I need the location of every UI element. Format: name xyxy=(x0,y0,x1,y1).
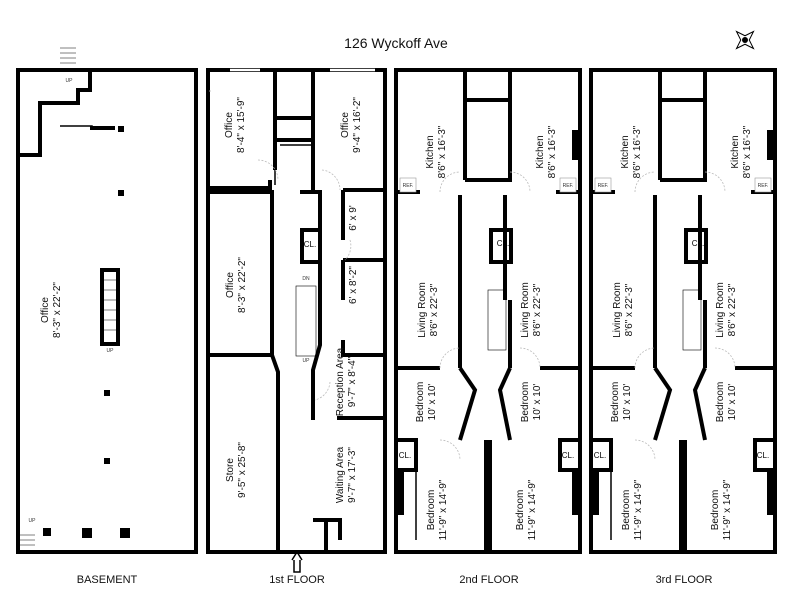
stair-up-label: UP xyxy=(66,78,74,84)
room-size-label: 8'6" x 22'-3" xyxy=(532,283,543,336)
room-size-label: 8'6" x 16'-3" xyxy=(437,125,448,178)
room-name-label: Living Room xyxy=(612,282,623,338)
room-name-label: Reception Area xyxy=(335,347,346,416)
room-name-label: Bedroom xyxy=(520,382,531,423)
closet-label: CL. xyxy=(497,239,509,248)
room-name-label: Office xyxy=(40,297,51,323)
compass-rose-icon xyxy=(735,30,755,50)
first-floor-plan: DN UP xyxy=(206,68,387,573)
fridge-label: REF. xyxy=(563,183,574,189)
fridge-label: REF. xyxy=(403,183,414,189)
room-size-label: 6' x 9' xyxy=(348,205,359,231)
room-size-label: 8'6" x 22'-3" xyxy=(624,283,635,336)
room-name-label: Living Room xyxy=(715,282,726,338)
room-size-label: 8'-4" x 15'-9" xyxy=(236,97,247,153)
room-size-label: 9'-5" x 25'-8" xyxy=(237,442,248,498)
closet-label: CL. xyxy=(399,451,411,460)
room-name-label: Living Room xyxy=(417,282,428,338)
closet-label: CL. xyxy=(692,239,704,248)
closet-label: CL. xyxy=(562,451,574,460)
closet-label: CL. xyxy=(304,240,316,249)
second-floor-plan: REF. REF. xyxy=(394,68,582,554)
room-size-label: 9'-4" x 16'-2" xyxy=(352,97,363,153)
room-name-label: Office xyxy=(224,112,235,138)
room-size-label: 11'-9" x 14'-9" xyxy=(633,479,644,540)
room-size-label: 8'6" x 16'-3" xyxy=(632,125,643,178)
closet-label: CL. xyxy=(757,451,769,460)
basement-plan: UP UP UP xyxy=(16,47,198,554)
room-name-label: Office xyxy=(340,112,351,138)
room-size-label: 11'-9" x 14'-9" xyxy=(438,479,449,540)
room-name-label: Kitchen xyxy=(425,135,436,168)
room-name-label: Kitchen xyxy=(535,135,546,168)
room-name-label: Office xyxy=(225,272,236,298)
room-size-label: 10' x 10' xyxy=(727,384,738,421)
room-name-label: Kitchen xyxy=(620,135,631,168)
room-size-label: 8'-3" x 22'-2" xyxy=(52,282,63,338)
room-name-label: Bedroom xyxy=(715,382,726,423)
floor-label: BASEMENT xyxy=(77,574,138,586)
room-name-label: Kitchen xyxy=(730,135,741,168)
room-size-label: 8'6" x 22'-3" xyxy=(727,283,738,336)
room-size-label: 8'6" x 22'-3" xyxy=(429,283,440,336)
room-size-label: 10' x 10' xyxy=(427,384,438,421)
floor-label: 2nd FLOOR xyxy=(459,574,518,586)
room-name-label: Living Room xyxy=(520,282,531,338)
room-size-label: 8'6" x 16'-3" xyxy=(547,125,558,178)
plan-title: 126 Wyckoff Ave xyxy=(344,35,448,51)
room-name-label: Bedroom xyxy=(426,490,437,531)
room-size-label: 9'-7" x 17'-3" xyxy=(347,447,358,503)
room-size-label: 10' x 10' xyxy=(532,384,543,421)
floor-label: 3rd FLOOR xyxy=(656,574,713,586)
room-size-label: 8'6" x 16'-3" xyxy=(742,125,753,178)
stair-up-label: UP xyxy=(29,518,37,524)
floor-label: 1st FLOOR xyxy=(269,574,325,586)
room-size-label: 10' x 10' xyxy=(622,384,633,421)
room-size-label: 6' x 8'-2" xyxy=(348,266,359,304)
room-size-label: 8'-3" x 22'-2" xyxy=(237,257,248,313)
stair-up-label: UP xyxy=(107,348,115,354)
room-name-label: Bedroom xyxy=(621,490,632,531)
room-name-label: Store xyxy=(225,458,236,482)
stair-up-label: UP xyxy=(303,358,311,364)
room-size-label: 11'-9" x 14'-9" xyxy=(527,479,538,540)
stair-down-label: DN xyxy=(302,276,310,282)
room-name-label: Bedroom xyxy=(710,490,721,531)
closet-label: CL. xyxy=(594,451,606,460)
room-size-label: 9'-7" x 8'-4" xyxy=(347,356,358,407)
room-name-label: Waiting Area xyxy=(335,446,346,503)
room-name-label: Bedroom xyxy=(610,382,621,423)
room-name-label: Bedroom xyxy=(515,490,526,531)
room-size-label: 11'-9" x 14'-9" xyxy=(722,479,733,540)
room-name-label: Bedroom xyxy=(415,382,426,423)
